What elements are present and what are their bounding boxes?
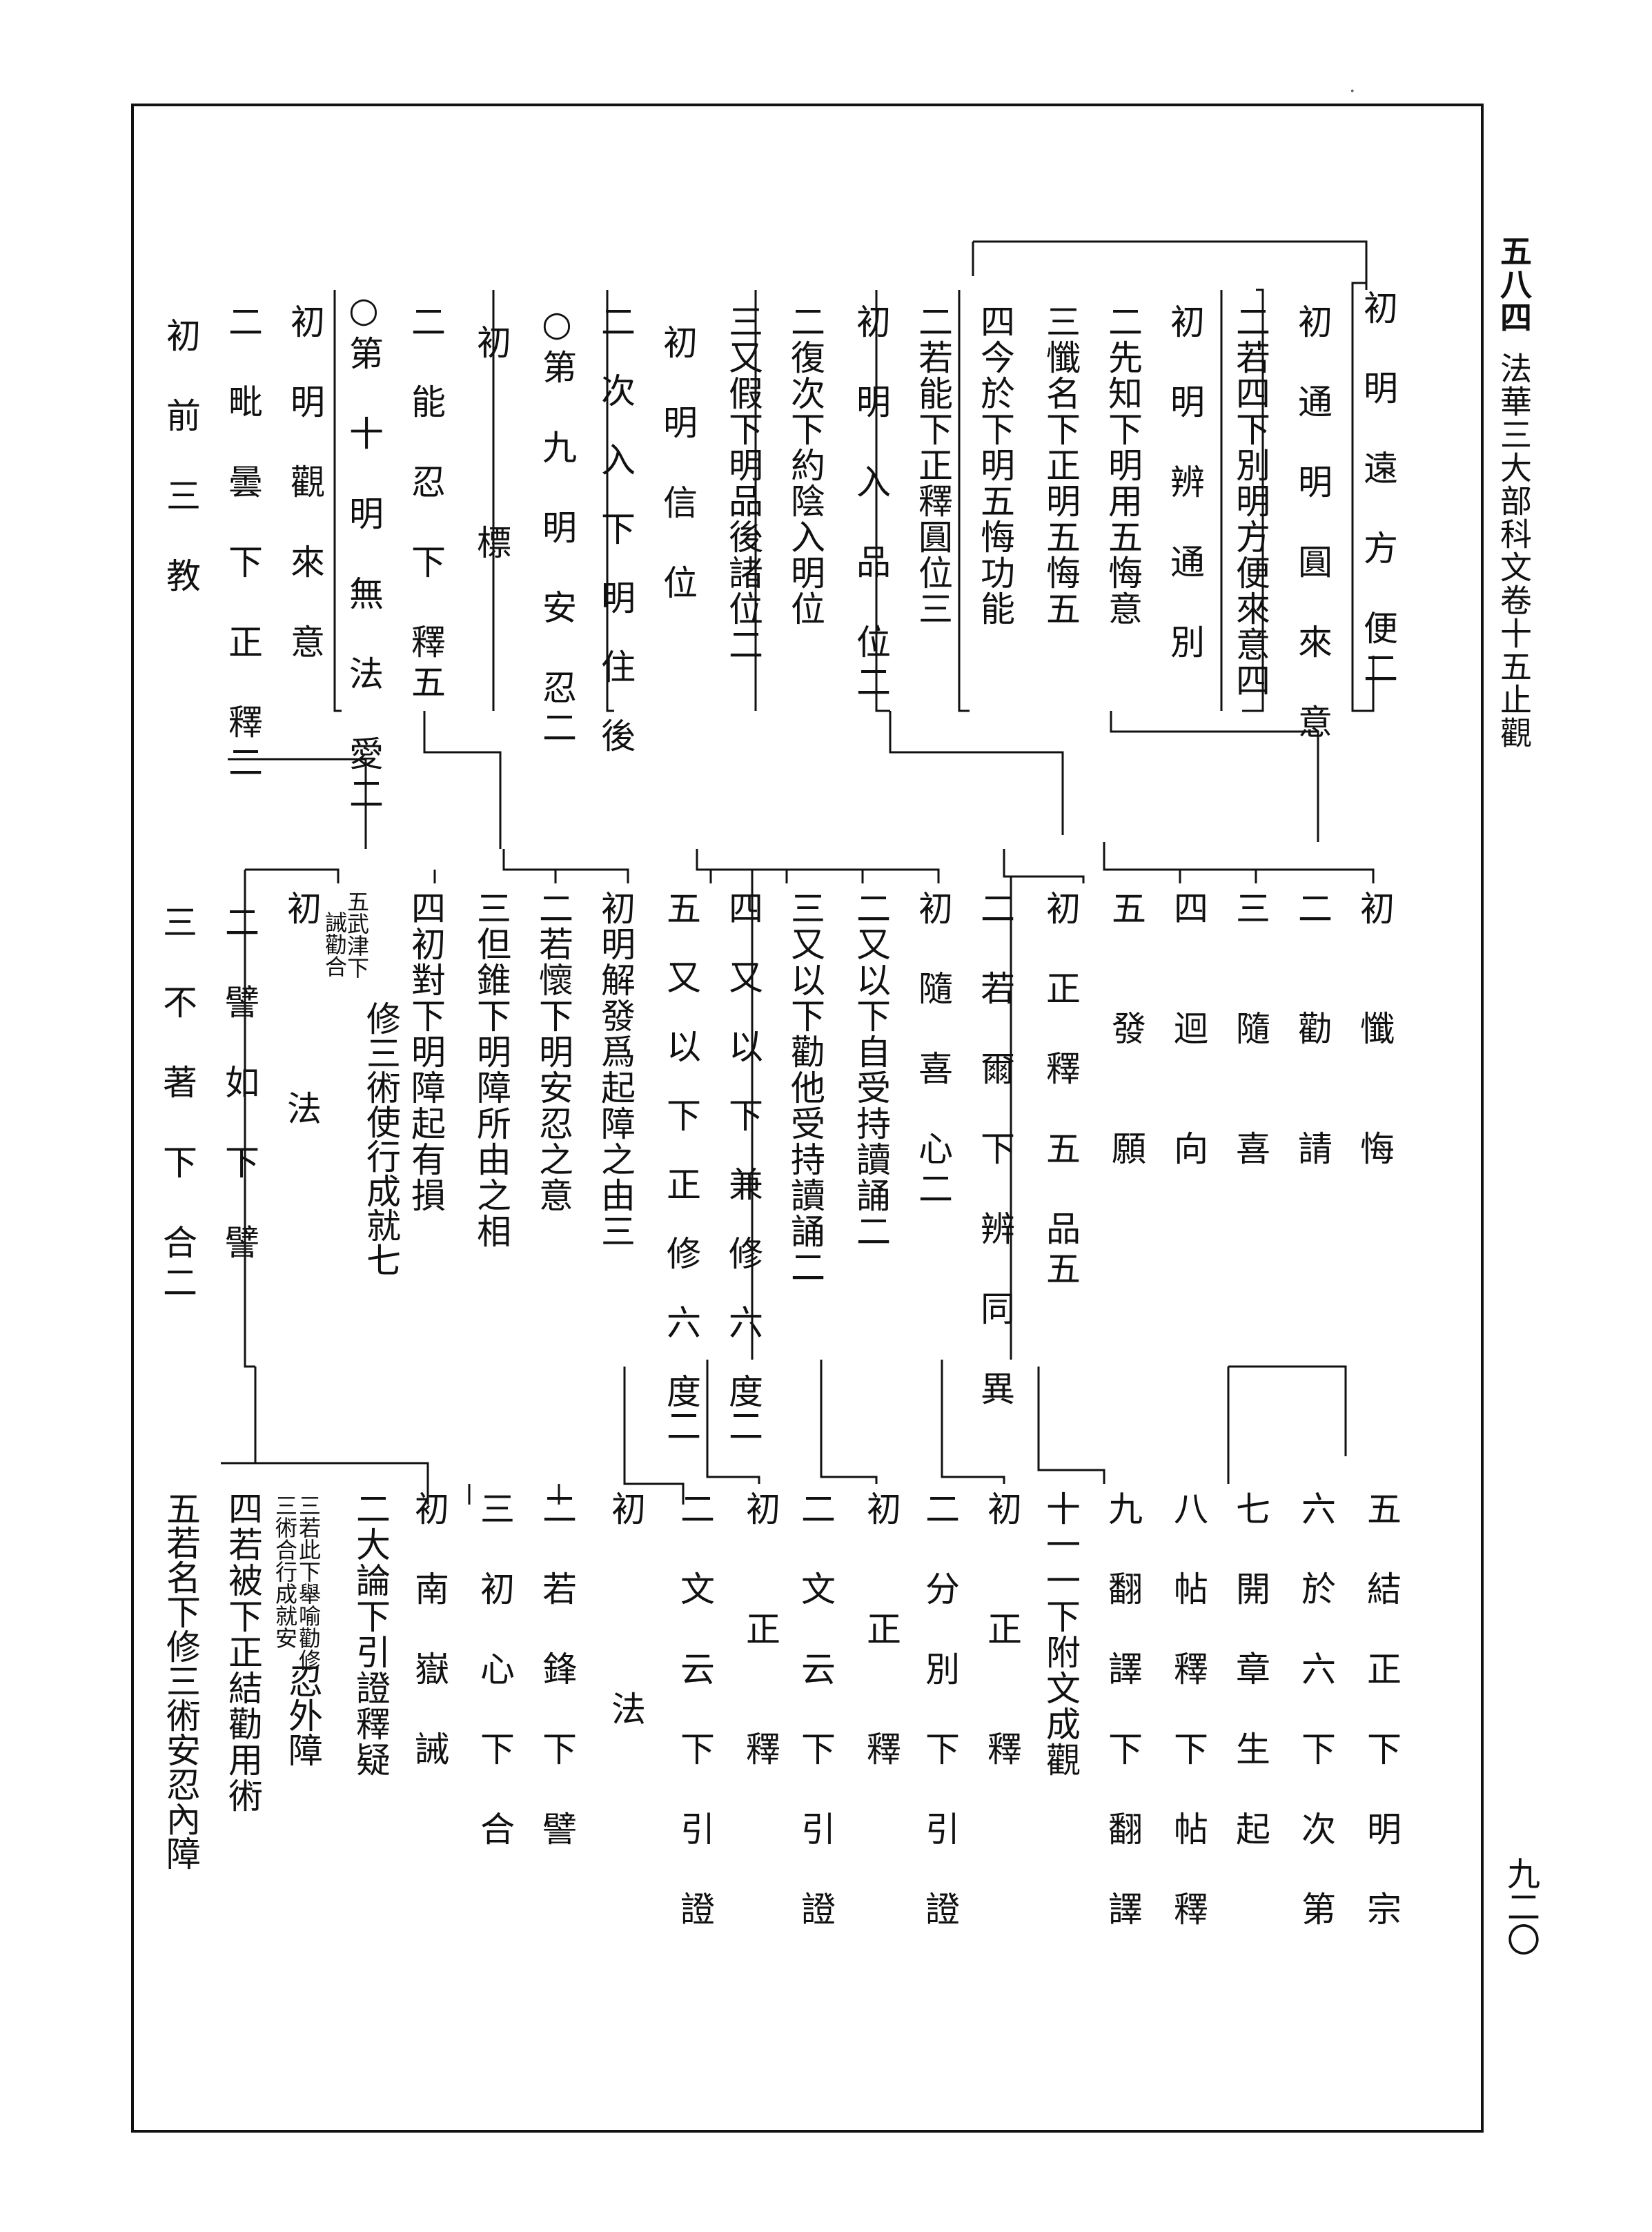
row2-col-17-a: 五武津下 [344,890,370,979]
row1-col-5: 二先知下明用五悔意 [1103,304,1143,627]
book-title: 法華三大部科文卷十五止觀 [1495,352,1533,750]
row2-col-1: 初 懺 悔 [1355,890,1395,1171]
row2-col-8: 初 隨 喜 心二 [913,890,953,1211]
row3-col-8: 二 分 別 下 引 證 [920,1491,960,1931]
row1-col-7: 四今於下明五悔功能 [975,304,1015,627]
row3-col-11: 初 正 釋 [740,1491,780,1771]
row2-col-13: 初明解發爲起障之由三 [596,890,636,1249]
row2-col-18: 初 法 [282,890,322,1130]
row1-col-13: 二 次 入 下 明 住 後 [596,304,636,752]
row3-col-17: 二大論下引證釋疑 [351,1491,391,1778]
corner-mark: · [1349,79,1356,104]
row3-col-18-b: 三術合行成就安 [272,1494,298,1649]
row3-col-18-c: 忍外障 [283,1663,323,1767]
row3-col-10: 二 文 云 下 引 證 [796,1491,836,1931]
row3-col-2: 六 於 六 下 次 第 [1296,1491,1336,1931]
row1-col-16: 二 能 忍 下 釋五 [406,304,446,704]
row1-col-19: 二 毗 曇 下 正 釋二 [223,304,263,784]
row2-col-3: 三 隨 喜 [1230,890,1270,1171]
row1-col-4: 初 明 辨 通 別 [1165,304,1205,664]
page-label: 五八四 [1495,235,1533,334]
frame-border [131,104,1484,2133]
row1-col-10: 二復次下約陰入明位 [785,304,825,627]
row3-col-13: 初 法 [606,1491,646,1731]
row1-col-20: 初 前 三 教 [161,317,201,598]
row2-col-16: 四初對下明障起有損 [406,890,446,1213]
row3-col-18-a: 三若此下舉喻勸修 [295,1494,322,1671]
row3-col-4: 八 帖 釋 下 帖 釋 [1168,1491,1208,1931]
row3-col-19: 四若被下正結勸用術 [223,1491,263,1814]
row3-col-9: 初 正 釋 [861,1491,901,1771]
row1-col-1: 初 明 遠 方 便二 [1358,290,1398,690]
row1-col-9: 初 明 入 品 位二 [851,304,891,704]
row2-col-2: 二 勸 請 [1292,890,1333,1171]
row2-col-12: 五 又 以 下 正 修 六 度二 [661,890,701,1442]
row1-col-17: ○第 十 明 無 法 愛二 [344,290,384,816]
row2-col-6: 初 正 釋 五 品五 [1041,890,1081,1291]
row2-col-15: 三但錐下明障所由之相 [471,890,511,1249]
row2-col-9: 二又以下自受持讀誦二 [851,890,891,1249]
row3-col-20: 五若名下修三術安忍內障 [161,1491,201,1870]
row2-col-10: 三又以下勸他受持讀誦二 [785,890,825,1285]
row3-col-12: 二 文 云 下 引 證 [675,1491,715,1931]
row2-col-19: 二 譬 如 下 譬 [219,904,259,1264]
row1-col-12: 初 明 信 位 [658,324,698,605]
row3-col-16: 初 南 嶽 誡 [409,1491,449,1771]
row2-col-17-c: 修三術使行成就七 [361,1001,401,1277]
page-number: 九二〇 [1501,1857,1540,1956]
row2-col-14: 二若懷下明安忍之意 [533,890,573,1213]
row3-col-1: 五 結 正 下 明 宗 [1361,1491,1402,1931]
row3-col-14: 二 若 鋒 下 譬 [537,1491,577,1851]
row2-col-7: 二 若 爾 下 辨 同 異 [975,890,1015,1411]
row2-col-17-b: 誡勸合 [322,911,348,977]
row3-col-6: 十一一下附文成觀 [1041,1491,1081,1778]
row1-col-6: 三懺名下正明五悔五 [1041,304,1081,627]
row2-col-5: 五 發 願 [1106,890,1146,1171]
row3-col-15: 三 初 心 下 合 [475,1491,515,1851]
row2-col-20: 三 不 著 下 合二 [157,904,197,1304]
row1-col-3: 二若四下別明方便來意四 [1230,304,1270,698]
row2-col-11: 四 又 以 下 兼 修 六 度二 [723,890,763,1442]
row3-col-5: 九 翻 譯 下 翻 譯 [1103,1491,1143,1931]
page-frame: 初 明 遠 方 便二 初 通 明 圓 來 意 二若四下別明方便來意四 初 明 辨… [131,104,1484,2133]
row3-col-7: 初 正 釋 [982,1491,1022,1771]
row1-col-18: 初 明 觀 來 意 [285,304,325,664]
row1-col-8: 二若能下正釋圓位三 [913,304,953,627]
row1-col-15: 初 標 [471,324,511,565]
row2-col-4: 四 迴 向 [1168,890,1208,1171]
row3-col-3: 七 開 章 生 起 [1230,1491,1270,1851]
row1-col-2: 初 通 明 圓 來 意 [1292,304,1333,744]
row1-col-14: ○第 九 明 安 忍二 [537,304,577,750]
row1-col-11: 三又假下明品後諸位二 [723,304,763,663]
outline-connectors [221,240,1375,1505]
